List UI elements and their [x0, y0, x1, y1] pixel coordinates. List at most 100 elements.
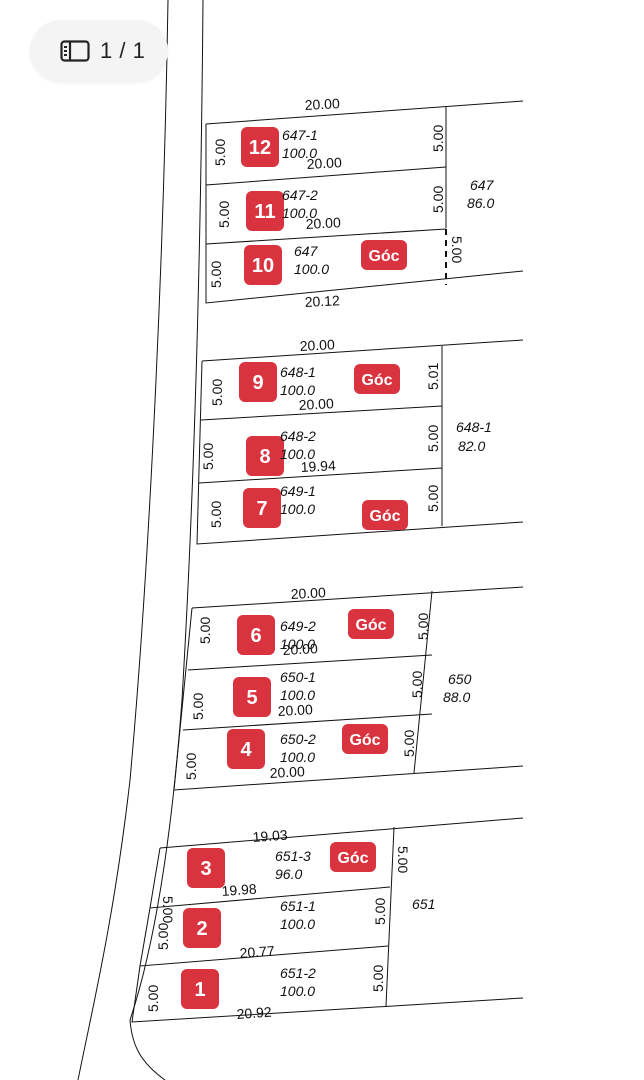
lot-code: 650-2 [280, 731, 316, 747]
lot-code: 647-2 [282, 187, 318, 203]
dimension-label: 5.00 [197, 617, 213, 644]
svg-text:8: 8 [259, 446, 270, 468]
lot-code: 651-1 [280, 898, 316, 914]
dimension-label: 20.92 [236, 1004, 272, 1022]
lot-area: 100.0 [280, 446, 315, 462]
dimension-label: 20.77 [239, 943, 275, 961]
lot-badge-10: 10 [244, 245, 282, 285]
lot-area: 100.0 [280, 749, 315, 765]
dimension-label: 5.00 [208, 501, 224, 528]
dimension-label: 20.00 [298, 395, 334, 413]
lot-badge-11: 11 [246, 191, 284, 231]
lot-code: 648-1 [280, 364, 316, 380]
lot-badge-2: 2 [183, 908, 221, 948]
dimension-label: 5.00 [430, 125, 446, 152]
dimension-label: 5.00 [425, 425, 441, 452]
dimension-label: 20.00 [290, 584, 326, 602]
svg-text:Góc: Góc [369, 508, 400, 525]
road-left-edge [77, 0, 169, 1080]
dimension-label: 20.00 [277, 701, 313, 719]
svg-text:7: 7 [256, 498, 267, 520]
lot-code: 651-3 [275, 848, 311, 864]
lot-area: 100.0 [294, 261, 329, 277]
svg-text:6: 6 [250, 625, 261, 647]
lot-code: 650-1 [280, 669, 316, 685]
dimension-label: 20.00 [306, 154, 342, 172]
svg-text:5: 5 [246, 687, 257, 709]
svg-text:Góc: Góc [361, 372, 392, 389]
corner-badge: Góc [330, 842, 376, 872]
svg-text:12: 12 [249, 137, 271, 159]
dimension-label: 5.00 [430, 186, 446, 213]
dimension-label: 5.00 [160, 896, 176, 923]
lot-badge-12: 12 [241, 127, 279, 167]
lot-area: 100.0 [280, 501, 315, 517]
svg-text:2: 2 [196, 918, 207, 940]
lot-code: 647 [294, 243, 319, 259]
dimension-label: 20.00 [305, 214, 341, 232]
svg-text:10: 10 [252, 255, 274, 277]
dimension-label: 19.94 [300, 457, 336, 475]
parcel-code: 648-1 [456, 419, 492, 435]
block-650-lines [173, 586, 524, 791]
dimension-label: 19.98 [221, 881, 257, 899]
parcel-area: 86.0 [467, 195, 494, 211]
corner-badge: Góc [362, 500, 408, 530]
dimension-label: 5.00 [372, 898, 388, 925]
parcel-code: 650 [448, 671, 472, 687]
lot-badge-7: 7 [243, 488, 281, 528]
dimension-label: 5.00 [401, 730, 417, 757]
lot-area: 100.0 [282, 145, 317, 161]
svg-text:Góc: Góc [368, 248, 399, 265]
dimension-label: 5.00 [212, 139, 228, 166]
block-647-lines [205, 100, 524, 304]
lot-badge-1: 1 [181, 969, 219, 1009]
corner-badge: Góc [342, 724, 388, 754]
dimension-label: 5.00 [190, 693, 206, 720]
svg-text:1: 1 [194, 979, 205, 1001]
svg-text:3: 3 [200, 858, 211, 880]
dimension-label: 5.00 [209, 379, 225, 406]
dimension-label: 20.00 [299, 336, 335, 354]
lot-code: 649-2 [280, 618, 316, 634]
dimension-label: 20.00 [304, 95, 340, 113]
svg-text:11: 11 [254, 201, 275, 223]
svg-text:Góc: Góc [337, 850, 368, 867]
dimension-label: 5.00 [425, 485, 441, 512]
dimension-label: 5.00 [370, 965, 386, 992]
lot-code: 649-1 [280, 483, 316, 499]
dimension-label: 5.00 [200, 443, 216, 470]
parcel-area: 88.0 [443, 689, 470, 705]
corner-badge: Góc [361, 240, 407, 270]
lot-area: 100.0 [280, 983, 315, 999]
dimension-label: 5.00 [145, 985, 161, 1012]
lot-badge-6: 6 [237, 615, 275, 655]
page-indicator-pill[interactable]: 1 / 1 [30, 20, 168, 82]
svg-text:4: 4 [240, 739, 252, 761]
lot-badge-4: 4 [227, 729, 265, 769]
document-pages-icon [60, 40, 90, 62]
dimension-label: 5.00 [183, 753, 199, 780]
lot-area: 100.0 [282, 205, 317, 221]
lot-badge-8: 8 [246, 436, 284, 476]
dimension-label: 20.00 [269, 763, 305, 781]
lot-code: 651-2 [280, 965, 316, 981]
lot-area: 100.0 [280, 382, 315, 398]
dimension-label: 5.00 [395, 846, 411, 873]
block-651-lines [131, 817, 524, 1023]
dimension-label: 5.00 [409, 671, 425, 698]
dimension-label: 20.00 [282, 640, 318, 658]
lot-area: 100.0 [280, 916, 315, 932]
dimension-label: 5.00 [208, 261, 224, 288]
dimension-label: 19.03 [252, 827, 288, 845]
parcel-code: 647 [470, 177, 495, 193]
corner-badge: Góc [354, 364, 400, 394]
road-right-edge [129, 0, 204, 1080]
corner-badge: Góc [348, 609, 394, 639]
svg-text:Góc: Góc [355, 617, 386, 634]
dimension-label: 20.12 [304, 292, 340, 310]
dimension-label: 5.00 [216, 201, 232, 228]
block-648-lines [196, 339, 524, 545]
lot-area: 100.0 [280, 687, 315, 703]
